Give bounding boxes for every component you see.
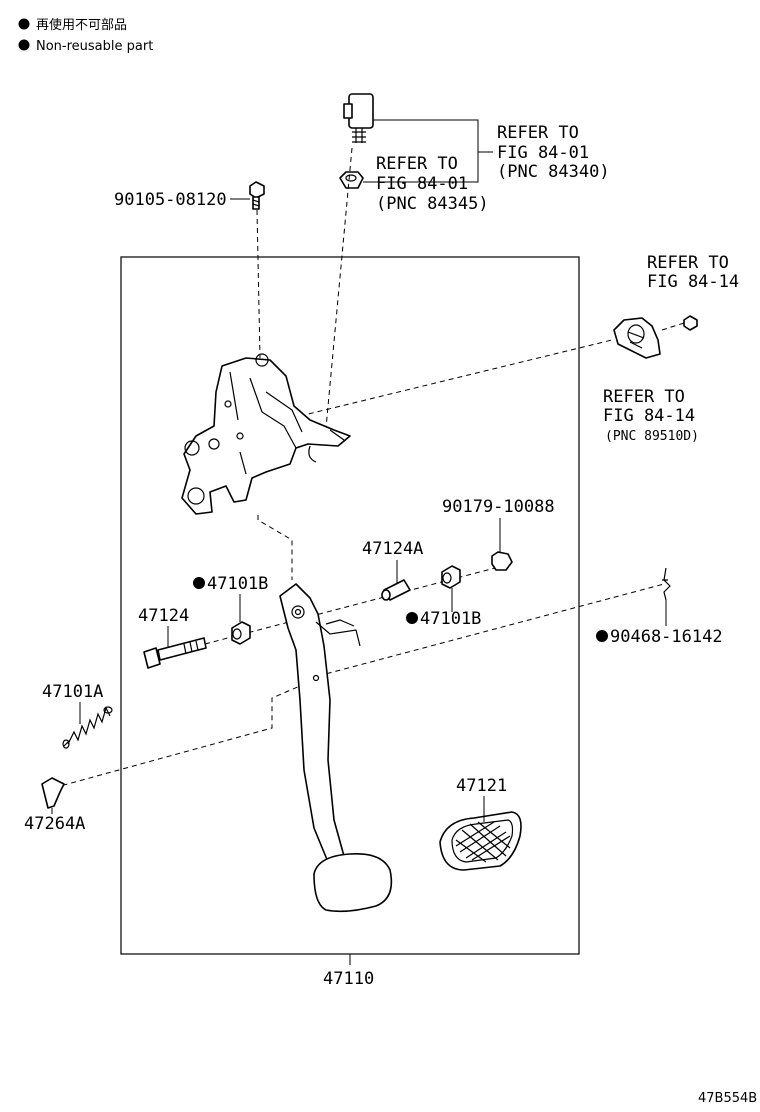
non-reusable-marker-icon (18, 39, 30, 51)
label-refer-84-14-top-line2: FIG 84-14 (647, 272, 739, 292)
label-47101B-left: 47101B (207, 574, 268, 594)
label-47124A: 47124A (362, 539, 423, 559)
legend-text-jp: 再使用不可部品 (36, 17, 127, 33)
leader-84340 (373, 119, 479, 183)
label-47264A: 47264A (24, 814, 85, 834)
bushing-left-icon (231, 621, 251, 645)
label-47110: 47110 (323, 969, 374, 989)
non-reusable-marker-icon (596, 630, 608, 642)
label-90468-16142: 90468-16142 (610, 627, 723, 647)
label-refer-89510d-line2: FIG 84-14 (603, 406, 695, 426)
dash-sensor (299, 339, 613, 417)
label-90105-08120: 90105-08120 (114, 190, 227, 210)
label-refer-84340-line3: (PNC 84340) (497, 162, 610, 182)
dash-bracket-to-pedal (257, 515, 293, 580)
label-refer-84340-line2: FIG 84-01 (497, 143, 589, 163)
figure-code: 47B554B (698, 1091, 757, 1106)
legend: 再使用不可部品 Non-reusable part (18, 17, 153, 54)
non-reusable-marker-icon (193, 577, 205, 589)
bolt-icon (249, 181, 265, 210)
collar-icon (381, 579, 411, 601)
switch-nut-icon (339, 171, 364, 189)
dash-sensor-bolt (661, 322, 685, 331)
pedal-stopper-icon (41, 777, 65, 809)
dash-pin-axis (204, 567, 496, 645)
pedal-stroke-sensor-icon (613, 317, 661, 359)
callout-labels: 90105-08120 REFER TO FIG 84-01 (PNC 8434… (24, 123, 757, 1106)
return-spring-icon (62, 706, 113, 749)
nut-icon (491, 551, 513, 571)
label-47101B-right: 47101B (420, 609, 481, 629)
bushing-right-icon (441, 565, 461, 589)
label-47124: 47124 (138, 606, 189, 626)
sensor-bolt-icon (683, 315, 698, 331)
dash-switch (325, 147, 353, 429)
stop-light-switch-icon (343, 93, 374, 143)
pedal-support-bracket-icon (181, 353, 351, 515)
label-90179-10088: 90179-10088 (442, 497, 555, 517)
non-reusable-marker-icon (18, 18, 30, 30)
label-refer-84-14-top-line1: REFER TO (647, 253, 729, 273)
legend-text-en: Non-reusable part (36, 39, 153, 54)
label-47101A: 47101A (42, 682, 103, 702)
label-refer-84345-line3: (PNC 84345) (376, 194, 489, 214)
label-refer-89510d-line1: REFER TO (603, 387, 685, 407)
non-reusable-marker-icon (406, 612, 418, 624)
clip-icon (662, 567, 671, 601)
pin-bolt-icon (143, 637, 207, 669)
dash-clip-right (317, 583, 665, 677)
label-refer-84340-line1: REFER TO (497, 123, 579, 143)
dash-bolt (256, 209, 261, 359)
brake-pedal-arm-icon (279, 583, 393, 913)
label-refer-84345-line2: FIG 84-01 (376, 174, 468, 194)
label-refer-89510d-line3: (PNC 89510D) (605, 429, 699, 444)
pedal-pad-icon (439, 811, 522, 871)
label-refer-84345-line1: REFER TO (376, 154, 458, 174)
dash-clip-line (63, 679, 315, 786)
label-47121: 47121 (456, 776, 507, 796)
